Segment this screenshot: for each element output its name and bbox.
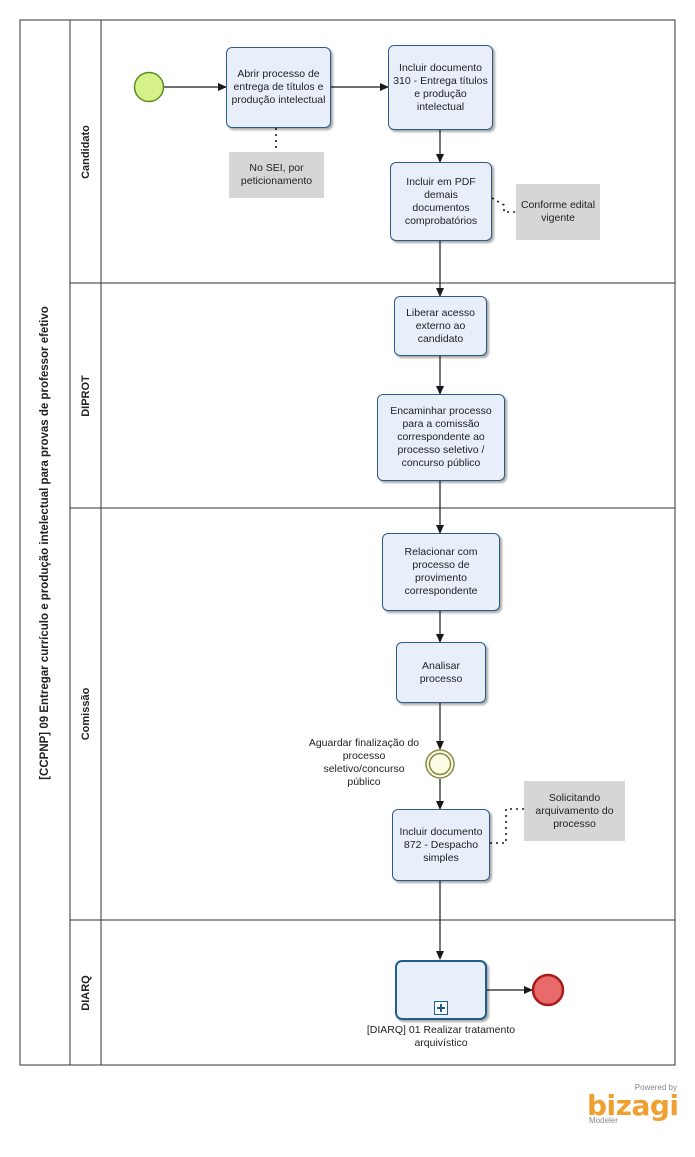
task-encaminhar-processo[interactable]: Encaminhar processo para a comissão corr… [377, 394, 505, 481]
task-analisar-processo[interactable]: Analisar processo [396, 642, 486, 703]
expand-plus-icon[interactable] [434, 1001, 448, 1015]
end-event [531, 973, 565, 1007]
annotation-edital: Conforme edital vigente [516, 184, 600, 240]
pool-border [19, 19, 676, 1066]
intermediate-timer-event-inner [428, 752, 452, 776]
subprocess-label: [DIARQ] 01 Realizar tratamento arquivíst… [366, 1024, 516, 1049]
annotation-sei: No SEI, por peticionamento [229, 152, 324, 198]
subprocess-realizar-tratamento[interactable] [395, 960, 487, 1020]
task-incluir-documento-310[interactable]: Incluir documento 310 - Entrega títulos … [388, 45, 493, 130]
bizagi-logo: Powered by bizagi Modeler [585, 1083, 685, 1128]
task-liberar-acesso[interactable]: Liberar acesso externo ao candidato [394, 296, 487, 356]
intermediate-event-label: Aguardar finalização do processo seletiv… [308, 737, 420, 788]
logo-wordmark: bizagi [587, 1089, 679, 1122]
start-event [133, 71, 165, 103]
pool-title: [CCPNP] 09 Entregar currículo e produção… [20, 20, 70, 1065]
task-relacionar-processo[interactable]: Relacionar com processo de provimento co… [382, 533, 500, 611]
lane-label-candidato: Candidato [79, 124, 92, 179]
annotation-arquivamento: Solicitando arquivamento do processo [524, 781, 625, 841]
task-incluir-documento-872[interactable]: Incluir documento 872 - Despacho simples [392, 809, 490, 881]
lane-label-diprot: DIPROT [79, 374, 92, 417]
lane-comissao: Comissão [70, 508, 101, 920]
lane-label-comissao: Comissão [79, 687, 92, 741]
task-abrir-processo[interactable]: Abrir processo de entrega de títulos e p… [226, 47, 331, 128]
lane-label-diarq: DIARQ [79, 974, 92, 1011]
pool-title-text: [CCPNP] 09 Entregar currículo e produção… [39, 305, 51, 780]
lane-diarq: DIARQ [70, 920, 101, 1065]
lane-candidato: Candidato [70, 20, 101, 283]
lane-diprot: DIPROT [70, 283, 101, 508]
logo-product: Modeler [589, 1116, 618, 1125]
association-edital [491, 197, 516, 213]
association-arquivamento [490, 808, 524, 844]
task-incluir-pdf[interactable]: Incluir em PDF demais documentos comprob… [390, 162, 492, 241]
logo-powered-by: Powered by [634, 1083, 677, 1092]
